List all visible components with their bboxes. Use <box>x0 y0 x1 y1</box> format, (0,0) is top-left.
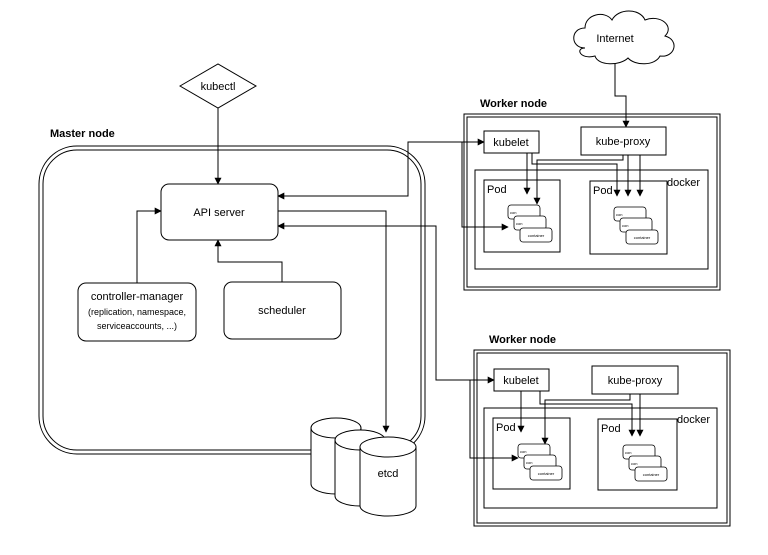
worker-1-pod-2-container-1-label: con <box>616 212 622 217</box>
controller-manager-line2: (replication, namespace, <box>88 307 186 317</box>
api-kubelet-2-arrow <box>277 222 495 384</box>
w1-kubelet-to-pod2 <box>531 153 621 197</box>
worker-2-kube-proxy-label: kube-proxy <box>608 375 663 387</box>
worker-1-pod-2-container-3 <box>625 229 659 245</box>
worker-2-kube-proxy <box>591 365 679 395</box>
worker-2-pod-1-container-3 <box>529 465 563 481</box>
worker-1-pod-1-container-1-label: con <box>510 210 516 215</box>
api-server-label: API server <box>193 207 245 219</box>
controller-manager-line1: controller-manager <box>91 291 184 303</box>
worker-2-pod-1-container-2-label: con <box>526 460 532 465</box>
controller-to-api-arrow <box>136 207 162 283</box>
worker-1-pod-2-container-3-label: container <box>634 235 651 240</box>
worker-1-pod-2-container-2-label: con <box>622 223 628 228</box>
worker-2-pod-1-container-3-label: container <box>538 471 555 476</box>
worker-2-pod-1-label: Pod <box>496 422 516 434</box>
worker-1-docker-label: docker <box>667 177 700 189</box>
w2-proxy-to-pod1 <box>541 394 631 445</box>
worker-2-pod-1 <box>492 417 571 490</box>
internet-to-kube-proxy-arrow <box>614 64 630 128</box>
worker-1-pod-1 <box>483 179 561 253</box>
connectors <box>136 64 644 462</box>
controller-manager-line3: serviceaccounts, ...) <box>97 321 177 331</box>
worker-2-kubelet-label: kubelet <box>503 375 538 387</box>
w2-kubelet-to-pod2 <box>539 391 636 437</box>
w1-proxy-to-pod1 <box>533 155 624 205</box>
scheduler-to-api-arrow <box>214 239 283 282</box>
worker-node-1-title: Worker node <box>480 98 547 110</box>
kubectl-label: kubectl <box>201 81 236 93</box>
worker-2-docker-label: docker <box>677 414 710 426</box>
worker-1-pod-2-label: Pod <box>593 185 613 197</box>
worker-1-docker-area <box>474 169 709 270</box>
worker-node-1-frame <box>463 113 721 291</box>
worker-1-kube-proxy-label: kube-proxy <box>596 136 651 148</box>
kubectl-node: kubectl <box>179 63 257 109</box>
scheduler-label: scheduler <box>258 305 306 317</box>
etcd-datastore: etcd <box>310 417 417 517</box>
worker-2-pod-2-container-1-label: con <box>625 450 631 455</box>
worker-1-kubelet-label: kubelet <box>493 137 528 149</box>
worker-node-2-title: Worker node <box>489 334 556 346</box>
worker-node-2-frame <box>473 349 731 527</box>
w2-kubelet-to-pod1 <box>469 410 519 462</box>
internet-cloud: Internet <box>573 10 675 65</box>
worker-2-pod-2 <box>597 418 678 491</box>
worker-2-pod-2-container-2-label: con <box>631 461 637 466</box>
master-node-title: Master node <box>50 128 115 140</box>
worker-2-pod-2-container-3-label: container <box>643 472 660 477</box>
worker-2-pod-2-container-3 <box>634 466 668 482</box>
etcd-label: etcd <box>378 468 399 480</box>
internet-label: Internet <box>596 33 633 45</box>
api-to-etcd-arrow <box>278 210 390 433</box>
api-kubelet-1-arrow <box>277 138 485 200</box>
worker-1-pod-1-label: Pod <box>487 184 507 196</box>
worker-2-pod-1-container-1-label: con <box>520 449 526 454</box>
worker-2-pod-2-label: Pod <box>601 423 621 435</box>
worker-1-pod-1-container-3-label: container <box>528 233 545 238</box>
worker-1-pod-1-container-3 <box>519 227 553 243</box>
w1-kubelet-to-pod1 <box>461 153 509 231</box>
worker-1-pod-1-container-2-label: con <box>516 221 522 226</box>
